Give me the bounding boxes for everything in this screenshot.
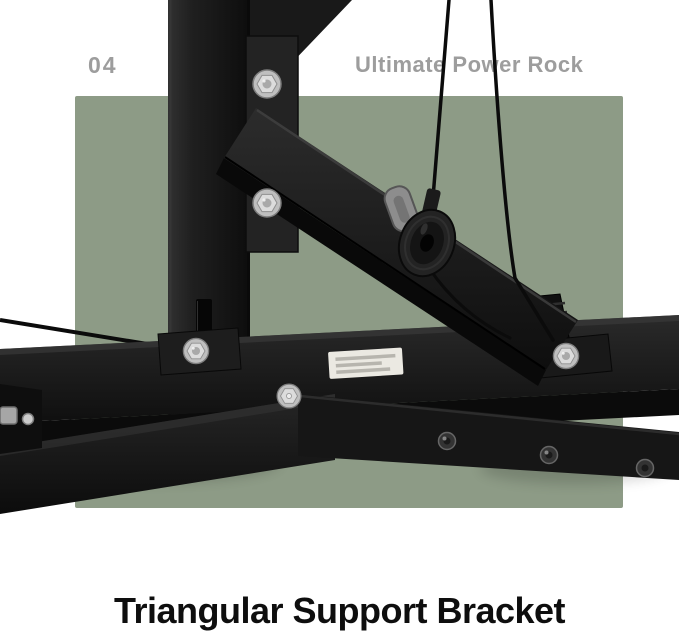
- hex-bolt: [276, 383, 302, 409]
- label-sticker: [328, 347, 404, 379]
- hex-bolt: [182, 337, 210, 365]
- hex-bolt: [252, 188, 282, 218]
- base-beam-front-left: [0, 394, 335, 514]
- feature-title: Triangular Support Bracket: [113, 590, 566, 631]
- base-beam-front-right: [298, 394, 679, 480]
- pulley-wheel: [397, 208, 457, 278]
- stabilizer-bracket: [0, 384, 42, 454]
- hex-bolt: [252, 69, 282, 99]
- dome-bolt: [635, 458, 655, 478]
- brand-name: Ultimate Power Rock: [355, 52, 584, 77]
- dome-bolt: [437, 431, 457, 451]
- dome-bolt: [539, 445, 559, 465]
- hex-bolt: [552, 342, 580, 370]
- adjustment-slot: [196, 299, 212, 339]
- feature-number: 04: [88, 52, 118, 78]
- pulley-cables: [427, 0, 555, 342]
